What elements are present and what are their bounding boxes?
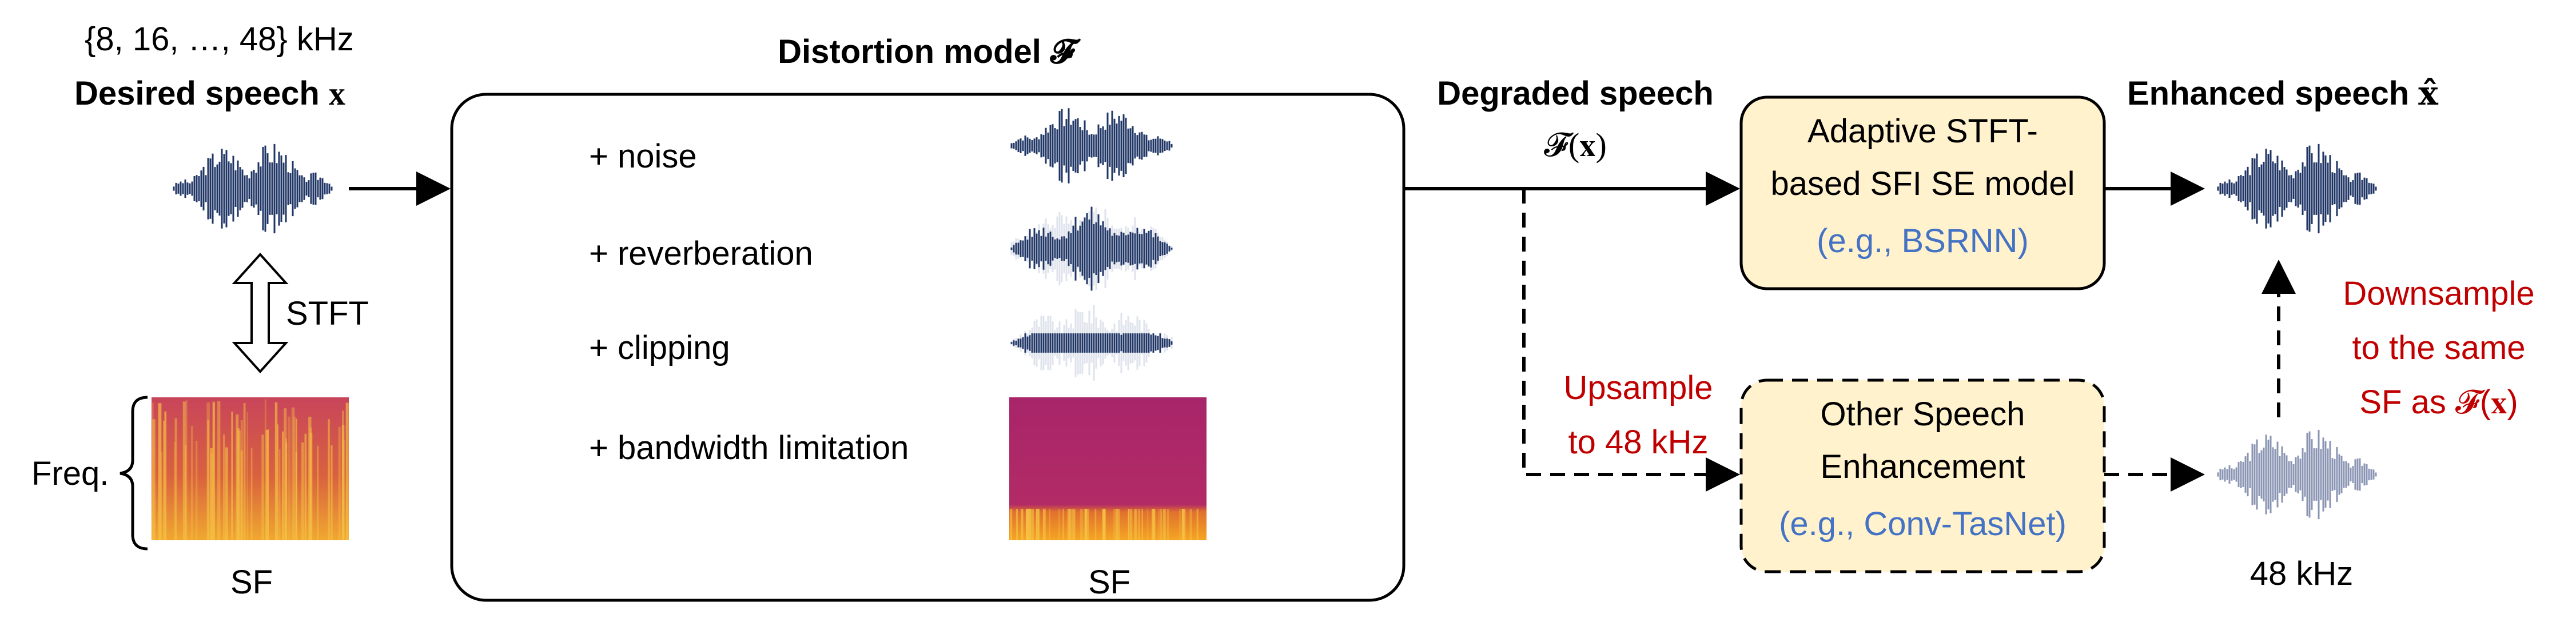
upsample-line2: to 48 kHz: [1568, 424, 1709, 461]
desired-speech-waveform: [173, 143, 333, 234]
bandlimited-spectrogram: [1009, 397, 1207, 540]
distortion-item-reverberation: + reverberation: [589, 235, 813, 272]
output-48k-waveform: [2217, 429, 2377, 520]
distortion-item-bandwidth: + bandwidth limitation: [589, 429, 909, 466]
distortion-item-clipping: + clipping: [589, 329, 730, 366]
degraded-speech-title: Degraded speech: [1437, 75, 1714, 112]
freq-brace: [120, 396, 148, 551]
noise-waveform: [1010, 108, 1173, 184]
stft-label: STFT: [286, 295, 369, 332]
downsample-line3: SF as 𝓕(𝐱): [2359, 384, 2518, 421]
adaptive-se-line1: Adaptive STFT-: [1807, 113, 2038, 150]
downsample-line1: Downsample: [2343, 275, 2535, 312]
clipping-waveform: [1010, 305, 1173, 381]
desired-speech-symbol: x: [328, 75, 345, 112]
input-sf-label: SF: [230, 564, 273, 601]
freq-label: Freq.: [31, 455, 109, 492]
degraded-speech-symbol: 𝓕(𝐱): [1544, 126, 1607, 164]
adaptive-se-label: Adaptive STFT- based SFI SE model (e.g.,…: [1741, 111, 2104, 283]
other-se-box: [1739, 378, 2106, 573]
other-se-line2: Enhancement: [1820, 448, 2025, 485]
desired-speech-title-text: Desired speech: [74, 75, 320, 112]
adaptive-se-example: (e.g., BSRNN): [1817, 222, 2029, 260]
output-48k-label: 48 kHz: [2249, 555, 2354, 592]
other-se-label: Other Speech Enhancement (e.g., Conv-Tas…: [1741, 394, 2104, 566]
bandlimited-sf-label: SF: [1088, 564, 1131, 601]
distortion-model-title: Distortion model 𝓕: [778, 35, 1075, 69]
other-se-example: (e.g., Conv-TasNet): [1779, 505, 2067, 543]
input-spectrogram: [152, 397, 349, 540]
enhanced-speech-title: Enhanced speech 𝐱̂: [2127, 77, 2438, 110]
enhanced-speech-title-text: Enhanced speech: [2127, 75, 2410, 112]
reverberation-waveform: [1010, 206, 1173, 292]
input-sf-set: {8, 16, …, 48} kHz: [85, 21, 354, 58]
adaptive-se-line2: based SFI SE model: [1770, 165, 2075, 202]
enhanced-speech-waveform: [2217, 143, 2377, 234]
distortion-model-symbol: 𝓕: [1050, 33, 1075, 70]
adaptive-se-box: [1739, 95, 2106, 290]
distortion-model-title-text: Distortion model: [778, 33, 1041, 70]
enhanced-speech-symbol: 𝐱̂: [2418, 75, 2438, 112]
desired-speech-title: Desired speech x: [74, 77, 345, 110]
downsample-line2: to the same: [2352, 329, 2526, 366]
stft-double-arrow: [232, 253, 289, 373]
distortion-item-noise: + noise: [589, 138, 697, 175]
upsample-line1: Upsample: [1563, 369, 1713, 406]
other-se-line1: Other Speech: [1820, 396, 2025, 433]
